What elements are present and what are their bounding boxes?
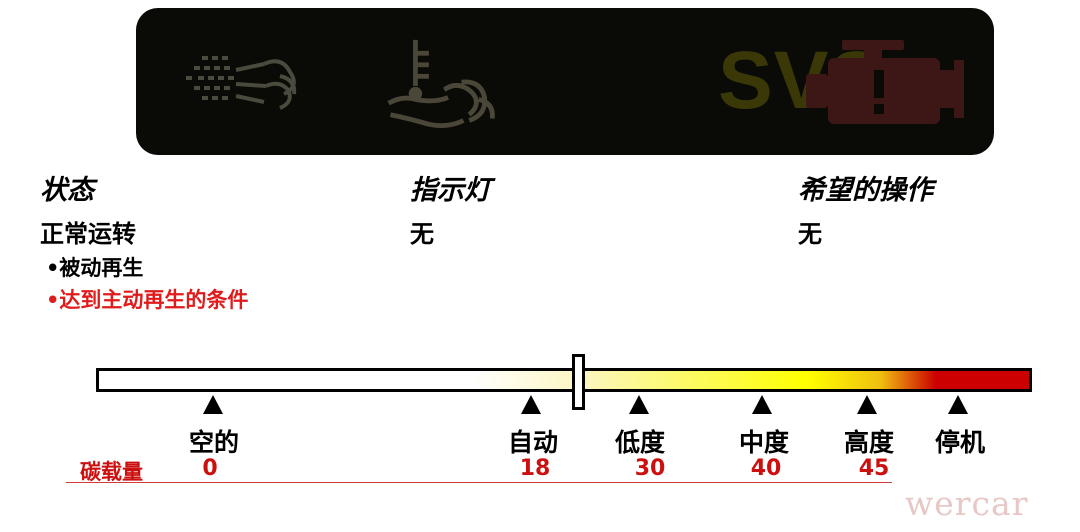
level-label-low: 低度 <box>614 428 666 457</box>
marker-low <box>629 395 649 414</box>
bullet-passive-regeneration: •被动再生 <box>46 256 144 280</box>
exhaust-temperature-icon <box>387 39 495 128</box>
action-header: 希望的操作 <box>798 175 933 206</box>
carbon-value-medium: 40 <box>750 456 782 481</box>
action-value: 无 <box>798 220 822 248</box>
dashboard-panel: SVS <box>136 8 994 155</box>
state-header: 状态 <box>40 175 94 206</box>
indicator-value: 无 <box>410 220 434 248</box>
marker-high <box>857 395 877 414</box>
current-level-marker <box>572 354 585 410</box>
dpf-indicator-icon <box>186 56 297 110</box>
carbon-value-auto: 18 <box>519 456 551 481</box>
indicator-header: 指示灯 <box>410 175 491 206</box>
level-label-auto: 自动 <box>507 428 559 457</box>
marker-empty <box>203 395 223 414</box>
carbon-value-high: 45 <box>858 456 890 481</box>
carbon-value-low: 30 <box>634 456 666 481</box>
carbon-load-label: 碳载量 <box>80 460 143 484</box>
level-label-empty: 空的 <box>188 428 240 457</box>
watermark: wercar <box>905 484 1029 523</box>
carbon-load-scale-bar <box>96 368 1032 392</box>
level-label-medium: 中度 <box>738 428 790 457</box>
level-label-stop: 停机 <box>934 428 986 457</box>
check-engine-icon <box>806 40 964 124</box>
marker-medium <box>752 395 772 414</box>
marker-stop <box>948 395 968 414</box>
state-value: 正常运转 <box>40 220 136 248</box>
marker-auto <box>521 395 541 414</box>
carbon-row-underline <box>66 482 892 483</box>
level-label-high: 高度 <box>843 428 895 457</box>
bullet-active-regeneration-condition: •达到主动再生的条件 <box>46 288 249 312</box>
carbon-value-empty: 0 <box>202 456 218 481</box>
